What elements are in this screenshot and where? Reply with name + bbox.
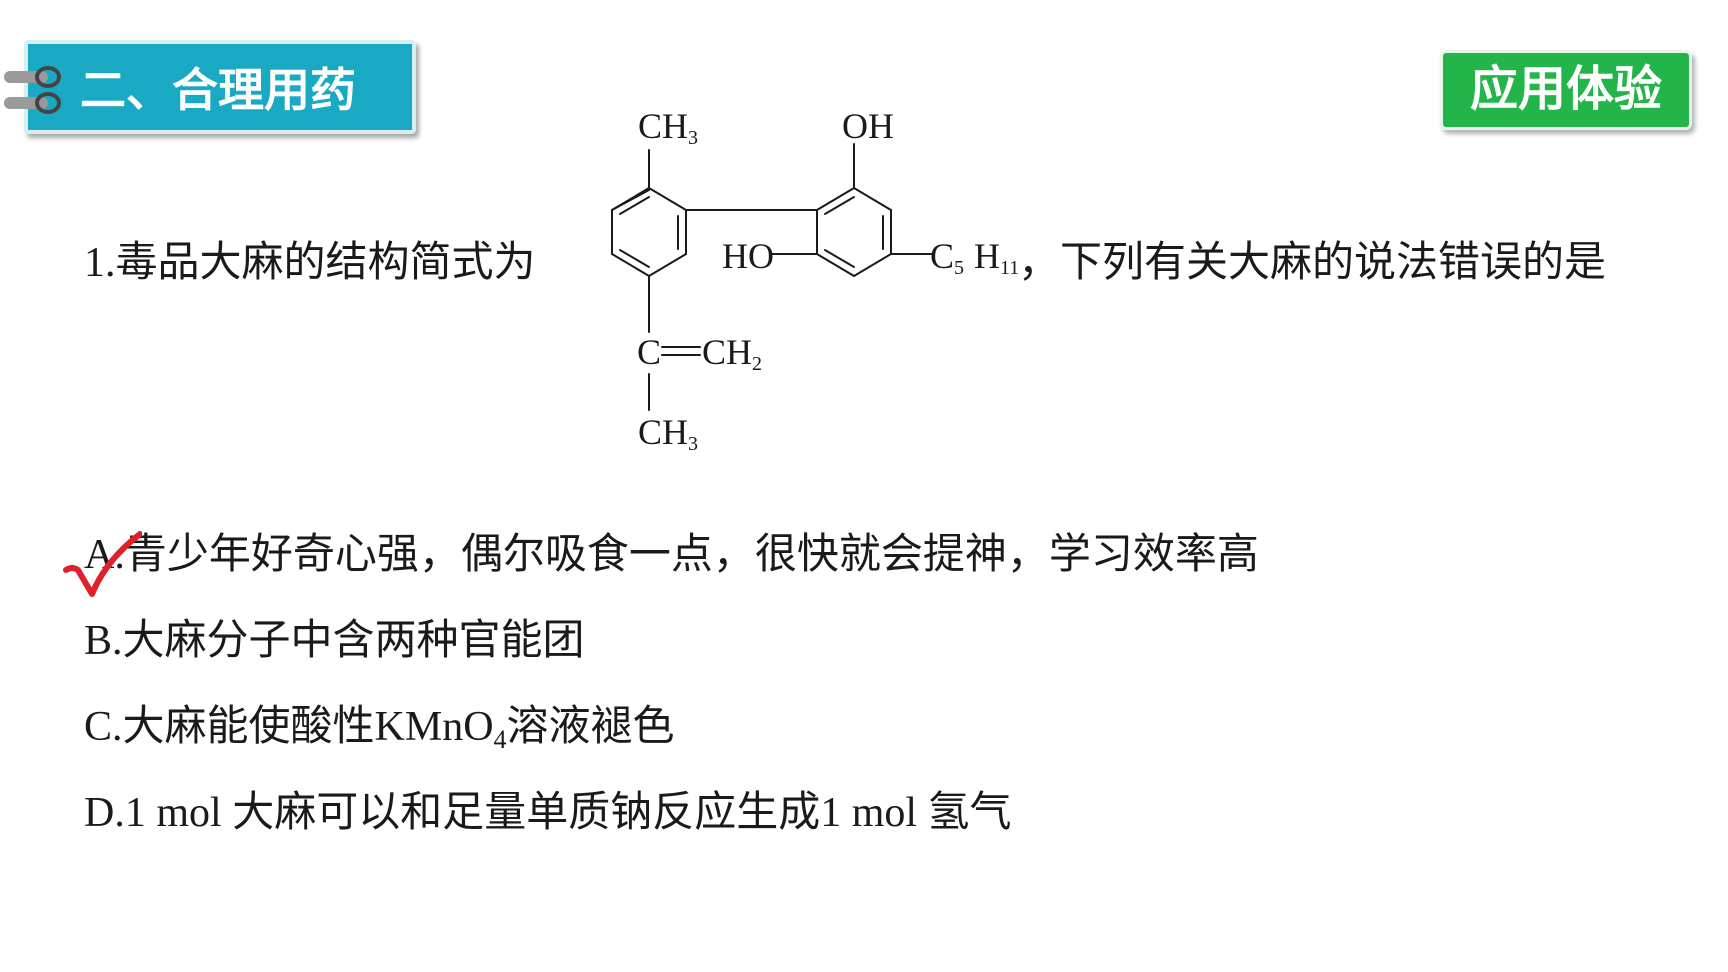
option-d-text-mid: 大麻可以和足量单质钠反应生成 [232,787,821,836]
option-b-letter: B. [84,618,123,664]
question-stem: 1.毒品大麻的结构简式为 [84,236,536,289]
middle-hydroxyl-label: HO [722,236,774,276]
option-c[interactable]: C.大麻能使酸性KMnO4溶液褪色 [84,700,675,766]
top-methyl-label: CH3 [638,110,698,149]
notebook-ring-icon [4,66,61,88]
option-c-formula-sub: 4 [493,725,507,754]
bottom-methyl-label: CH3 [638,412,698,455]
vinyl-carbon-label: C [637,332,661,372]
question-number: 1. [84,240,116,286]
option-d-amount-2: 1 mol [820,790,928,836]
application-badge: 应用体验 [1440,50,1692,130]
question-stem-before: 毒品大麻的结构简式为 [115,237,536,286]
vinyl-ch2-label: CH2 [702,332,762,375]
option-d-letter: D. [84,790,125,836]
option-b-text: 大麻分子中含两种官能团 [122,615,585,664]
option-c-letter: C. [84,704,123,750]
option-c-text-before: 大麻能使酸性 [122,701,375,750]
option-d-amount-1: 1 mol [124,790,233,836]
notebook-ring-icon [4,92,61,114]
option-a-text: 青少年好奇心强，偶尔吸食一点，很快就会提神，学习效率高 [124,529,1259,578]
option-c-formula: KMnO [374,704,494,750]
option-c-text-after: 溶液褪色 [506,701,675,750]
section-tab: 二、合理用药 [4,40,416,134]
option-d[interactable]: D.1 mol 大麻可以和足量单质钠反应生成1 mol 氢气 [84,786,1012,839]
check-mark-icon [63,531,142,597]
option-d-text-end: 氢气 [927,787,1012,836]
question-stem-after: ，下列有关大麻的说法错误的是 [1018,237,1607,286]
top-hydroxyl-label: OH [842,110,894,146]
section-title: 二、合理用药 [80,63,356,117]
option-b[interactable]: B.大麻分子中含两种官能团 [84,614,585,667]
option-a[interactable]: A.青少年好奇心强，偶尔吸食一点，很快就会提神，学习效率高 [84,528,1259,581]
